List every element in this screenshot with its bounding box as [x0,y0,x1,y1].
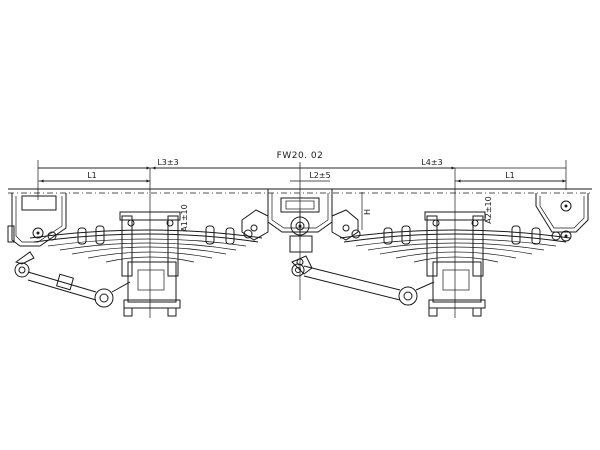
dim-l2: L2±5 [309,171,330,180]
dimension-lines [37,160,567,318]
dimension-labels: L1 L3±3 L2±5 L4±3 L1 A1±10 H A2±10 [87,158,515,232]
dim-l4: L4±3 [421,158,442,167]
leaf-spring-front [29,225,263,263]
dim-h: H [363,209,372,215]
center-bracket [241,189,359,266]
leaf-spring-rear [339,225,571,263]
axle-seat-front [119,211,181,317]
dim-l1-left: L1 [87,171,97,180]
torque-rod-front [14,251,131,308]
torque-rod-rear [291,255,435,306]
dim-a2: A2±10 [484,196,493,223]
dim-a1: A1±10 [180,204,189,231]
frame-rail [8,188,592,194]
front-hanger-left [7,193,67,247]
rear-hanger-right [535,193,589,242]
dim-l1-right: L1 [505,171,515,180]
dim-l3: L3±3 [157,158,178,167]
model-code: FW20. 02 [277,151,324,161]
